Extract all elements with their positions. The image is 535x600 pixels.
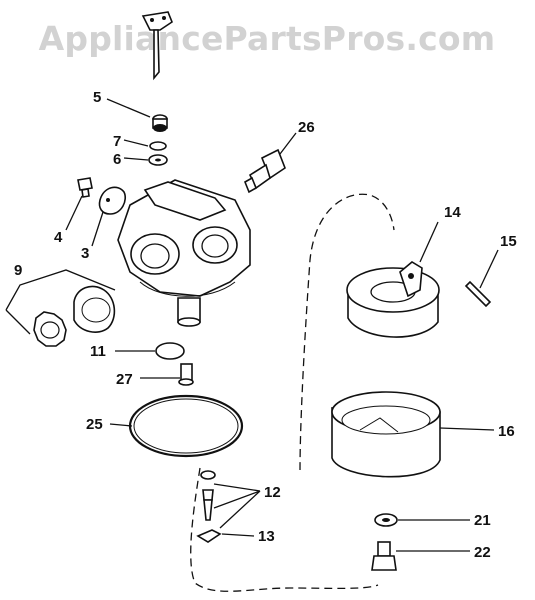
part-6-washer xyxy=(148,154,168,166)
callout-25: 25 xyxy=(86,416,103,433)
callout-14: 14 xyxy=(444,204,461,221)
callout-leaders xyxy=(5,98,499,552)
callout-7: 7 xyxy=(113,133,121,150)
part-4-screw xyxy=(77,177,93,198)
callout-4: 4 xyxy=(54,229,63,246)
callout-21: 21 xyxy=(474,512,491,529)
part-12-needle-set xyxy=(200,470,216,521)
part-26-fitting xyxy=(243,148,286,194)
part-7-washer xyxy=(149,141,167,151)
callout-22: 22 xyxy=(474,544,491,561)
part-13-clip xyxy=(196,529,222,543)
callout-27: 27 xyxy=(116,371,133,388)
fuel-line-dashed xyxy=(190,193,395,592)
callout-5: 5 xyxy=(93,89,101,106)
callout-3: 3 xyxy=(81,245,89,262)
part-21-washer xyxy=(374,513,398,527)
throttle-linkage-part xyxy=(141,11,173,81)
watermark: AppliancePartsPros.com xyxy=(39,19,496,58)
callout-26: 26 xyxy=(298,119,315,136)
callout-6: 6 xyxy=(113,151,121,168)
part-25-gasket-ring xyxy=(128,394,244,458)
part-15-float-pin xyxy=(464,280,492,308)
part-9-primer-bulb xyxy=(73,285,116,333)
part-9-retainer-ring xyxy=(33,311,67,347)
part-3-plate xyxy=(98,186,126,215)
callout-13: 13 xyxy=(258,528,275,545)
part-5-seal xyxy=(152,114,168,132)
callout-15: 15 xyxy=(500,233,517,250)
part-14-float xyxy=(346,261,440,338)
part-11-plug xyxy=(155,342,185,360)
callout-16: 16 xyxy=(498,423,515,440)
callout-12: 12 xyxy=(264,484,281,501)
part-16-float-bowl xyxy=(331,391,441,478)
part-22-bolt xyxy=(371,541,397,571)
callout-11: 11 xyxy=(90,343,106,360)
carburetor-body-part xyxy=(117,179,251,327)
part-27-pin xyxy=(178,363,194,386)
callout-9: 9 xyxy=(14,262,22,279)
